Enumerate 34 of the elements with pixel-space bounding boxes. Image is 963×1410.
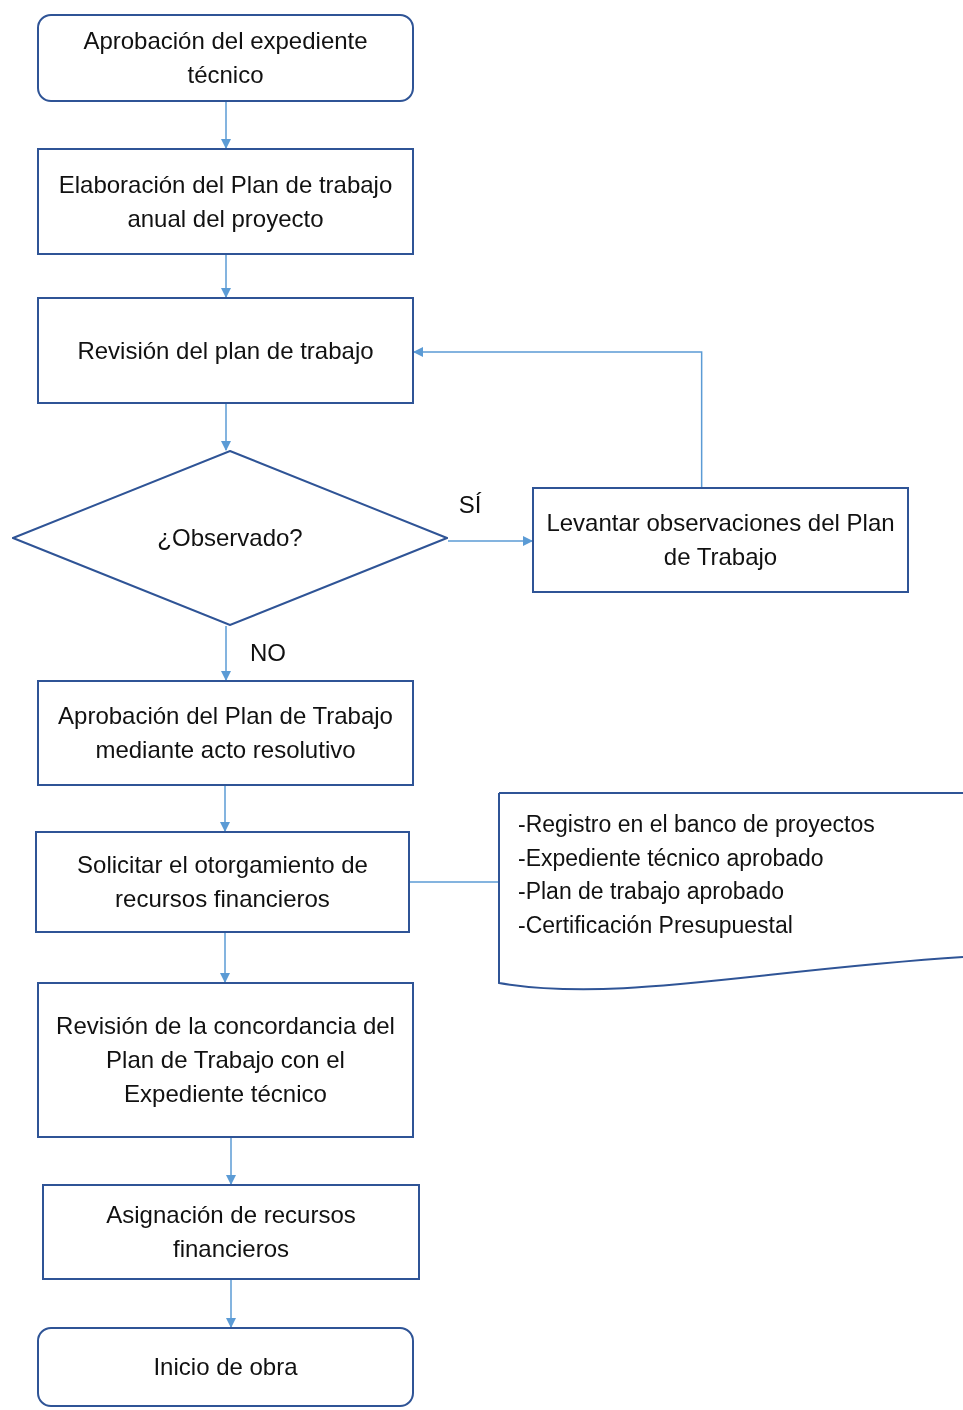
arrow xyxy=(226,1137,236,1185)
arrow xyxy=(221,254,231,298)
decision-text: ¿Observado? xyxy=(157,523,303,553)
connector-line xyxy=(409,881,499,883)
node-text: Revisión del plan de trabajo xyxy=(77,335,374,366)
arrow xyxy=(447,536,533,546)
process-box xyxy=(37,148,414,255)
arrow xyxy=(226,1279,236,1328)
node-text: Aprobación del expediente técnico xyxy=(82,26,369,90)
process-box xyxy=(532,487,909,593)
arrow xyxy=(220,785,230,832)
node-text: Levantar observaciones del Plan de Trabajo xyxy=(546,508,895,572)
arrow xyxy=(221,403,231,451)
arrow xyxy=(221,625,231,681)
process-box xyxy=(37,982,414,1138)
arrow xyxy=(413,347,703,488)
node-text: Revisión de la concordancia del Plan de Trabajo con el Expediente técnico xyxy=(55,1011,396,1109)
process-box xyxy=(37,297,414,404)
arrow xyxy=(221,101,231,149)
process-box xyxy=(37,680,414,786)
node-text: Aprobación del Plan de Trabajo mediante acto resolutivo xyxy=(57,701,394,765)
list-item: -Expediente técnico aprobado xyxy=(518,843,825,873)
node-text: Asignación de recursos financieros xyxy=(105,1200,357,1264)
arrow xyxy=(220,932,230,983)
terminal-box xyxy=(37,1327,414,1407)
process-box xyxy=(42,1184,420,1280)
terminal-box xyxy=(37,14,414,102)
list-item: -Registro en el banco de proyectos xyxy=(518,810,876,839)
node-text: Elaboración del Plan de trabajo anual del proyecto xyxy=(57,169,394,234)
node-text: Solicitar el otorgamiento de recursos financieros xyxy=(76,850,369,914)
list-item: -Plan de trabajo aprobado xyxy=(518,877,785,906)
list-item: -Certificación Presupuestal xyxy=(518,910,794,940)
process-box xyxy=(35,831,410,933)
node-text: Inicio de obra xyxy=(153,1352,298,1382)
